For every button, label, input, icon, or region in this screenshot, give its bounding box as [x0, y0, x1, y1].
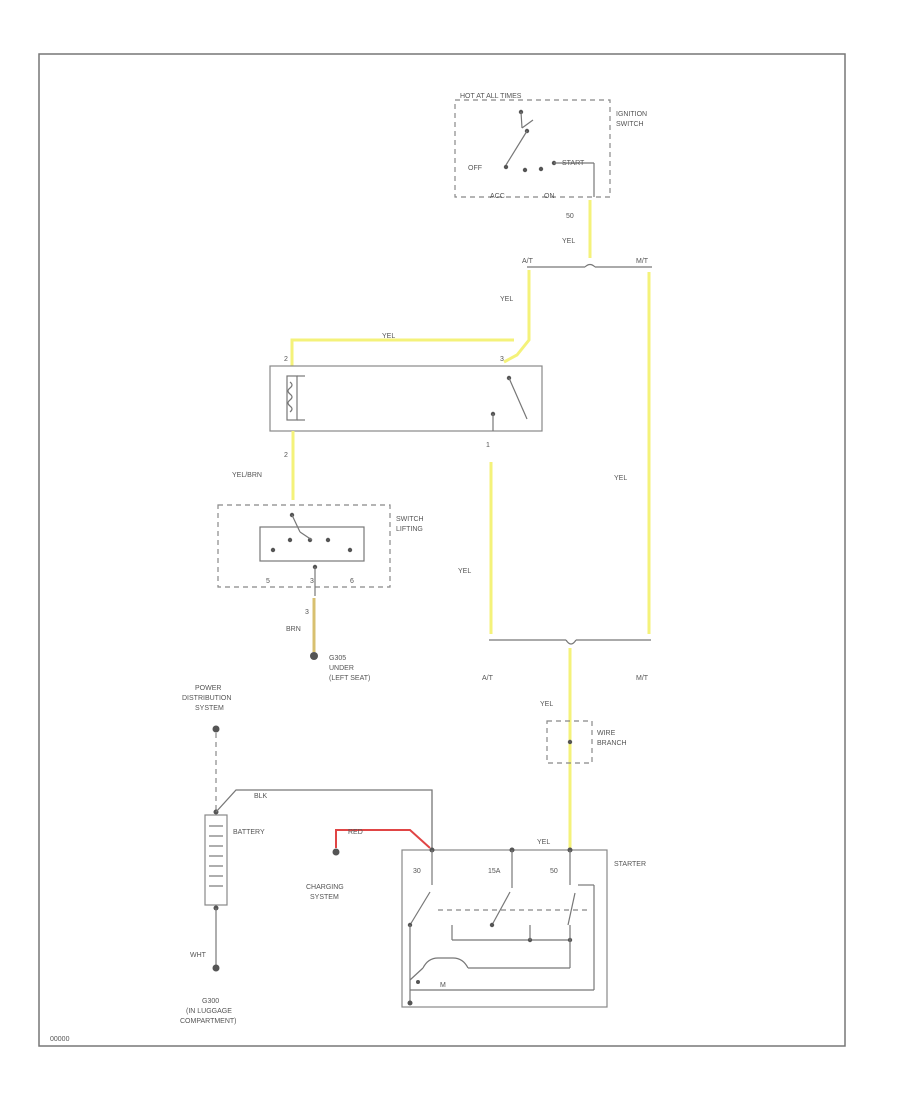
svg-text:LIFTING: LIFTING	[396, 526, 423, 533]
svg-text:SYSTEM: SYSTEM	[195, 705, 224, 712]
svg-text:START: START	[562, 160, 585, 167]
ground-luggage	[212, 964, 220, 972]
svg-text:2: 2	[284, 356, 288, 363]
wire-branch: WIRE BRANCH	[546, 720, 627, 764]
svg-text:SWITCH: SWITCH	[616, 121, 644, 128]
svg-text:ON: ON	[544, 193, 555, 200]
svg-text:WHT: WHT	[190, 952, 207, 959]
svg-text:3: 3	[500, 356, 504, 363]
svg-text:6: 6	[350, 578, 354, 585]
ignition-switch: HOT AT ALL TIMES IGNITION SWITCH OFF STA…	[454, 93, 647, 220]
svg-text:G300: G300	[202, 998, 219, 1005]
svg-text:YEL: YEL	[458, 568, 471, 575]
svg-text:UNDER: UNDER	[329, 665, 354, 672]
branch-split-top: A/T M/T	[522, 258, 652, 268]
svg-text:YEL: YEL	[614, 475, 627, 482]
diagram-frame	[38, 53, 846, 1047]
svg-text:2: 2	[284, 452, 288, 459]
power-distribution-connector	[212, 725, 220, 733]
svg-text:COMPARTMENT): COMPARTMENT)	[180, 1018, 237, 1025]
svg-text:WIRE: WIRE	[597, 730, 616, 737]
svg-text:5: 5	[266, 578, 270, 585]
svg-text:BLK: BLK	[254, 793, 268, 800]
svg-text:YEL/BRN: YEL/BRN	[232, 472, 262, 479]
svg-text:1: 1	[486, 442, 490, 449]
wire-yel-relay-top	[290, 338, 514, 366]
svg-text:YEL: YEL	[500, 296, 513, 303]
svg-text:RED: RED	[348, 829, 363, 836]
starter-relay: 2 3 1	[269, 356, 543, 449]
svg-text:A/T: A/T	[482, 675, 494, 682]
svg-text:M: M	[440, 982, 446, 989]
svg-text:OFF: OFF	[468, 165, 482, 172]
svg-text:YEL: YEL	[540, 701, 553, 708]
svg-text:STARTER: STARTER	[614, 861, 646, 868]
svg-text:G305: G305	[329, 655, 346, 662]
svg-text:SYSTEM: SYSTEM	[310, 894, 339, 901]
svg-text:POWER: POWER	[195, 685, 221, 692]
svg-text:50: 50	[566, 213, 574, 220]
branch-split-bottom: A/T M/T	[482, 639, 651, 682]
svg-text:IGNITION: IGNITION	[616, 111, 647, 118]
ground-under-seat	[310, 652, 318, 660]
diagram-code: 00000	[50, 1036, 70, 1043]
battery: BATTERY	[204, 809, 265, 911]
svg-text:M/T: M/T	[636, 258, 649, 265]
svg-text:YEL: YEL	[562, 238, 575, 245]
svg-text:(IN LUGGAGE: (IN LUGGAGE	[186, 1008, 232, 1015]
svg-text:M/T: M/T	[636, 675, 649, 682]
svg-text:YEL: YEL	[382, 333, 395, 340]
charging-connector	[332, 848, 340, 856]
starter: STARTER 30 15A 50 M	[401, 847, 646, 1008]
svg-text:DISTRIBUTION: DISTRIBUTION	[182, 695, 231, 702]
svg-text:CHARGING: CHARGING	[306, 884, 344, 891]
svg-text:30: 30	[413, 868, 421, 875]
wire-red-charging	[335, 829, 431, 849]
wire-yel-at-top	[503, 270, 531, 364]
svg-text:3: 3	[310, 578, 314, 585]
svg-text:A/T: A/T	[522, 258, 534, 265]
svg-text:BATTERY: BATTERY	[233, 829, 265, 836]
svg-text:BRN: BRN	[286, 626, 301, 633]
svg-text:YEL: YEL	[537, 839, 550, 846]
svg-text:SWITCH: SWITCH	[396, 516, 424, 523]
svg-text:50: 50	[550, 868, 558, 875]
svg-text:15A: 15A	[488, 868, 501, 875]
svg-text:ACC: ACC	[490, 193, 505, 200]
svg-text:3: 3	[305, 609, 309, 616]
wire-blk-battery	[215, 789, 433, 848]
switch-lifting: SWITCH LIFTING 5 6 3	[217, 504, 424, 596]
svg-text:(LEFT SEAT): (LEFT SEAT)	[329, 675, 370, 682]
svg-text:HOT AT ALL TIMES: HOT AT ALL TIMES	[460, 93, 522, 100]
svg-text:BRANCH: BRANCH	[597, 740, 627, 747]
